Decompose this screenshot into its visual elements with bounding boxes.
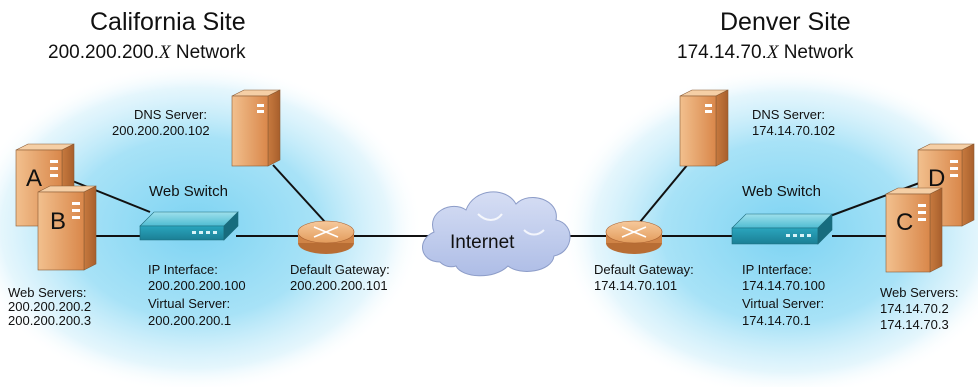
web-server-c-icon [885, 187, 943, 273]
default-gateway-dn-icon [605, 220, 663, 254]
internet-cloud-icon [422, 191, 571, 277]
california-dns-ip: 200.200.200.102 [112, 123, 210, 138]
denver-dns-label: DNS Server: [752, 107, 825, 122]
denver-site-title: Denver Site [720, 8, 851, 36]
california-ip-interface-label: IP Interface: [148, 262, 218, 277]
link-dns-gateway-ca [272, 164, 326, 223]
california-gateway-ip: 200.200.200.101 [290, 278, 388, 293]
california-web-server-ip-2: 200.200.200.3 [8, 313, 92, 328]
denver-gateway-label: Default Gateway: [594, 262, 694, 277]
default-gateway-ca-icon [297, 220, 355, 254]
web-switch-ca-icon [139, 211, 239, 241]
denver-network-label: 174.14.70.X Network [677, 42, 853, 64]
california-site-title: California Site [90, 8, 246, 36]
california-network-label: 200.200.200.X Network [48, 42, 246, 64]
dns-server-dn-icon [679, 89, 729, 167]
california-gateway-label: Default Gateway: [290, 262, 390, 277]
california-network-variable: X [158, 42, 171, 63]
denver-dns-ip: 174.14.70.102 [752, 123, 836, 138]
denver-ip-interface-label: IP Interface: [742, 262, 812, 277]
california-virtual-server-label: Virtual Server: [148, 296, 231, 311]
link-server-a-switch [69, 179, 151, 213]
california-web-servers-label: Web Servers: [8, 285, 87, 300]
web-server-b-icon [37, 185, 97, 271]
denver-web-server-ip-2: 174.14.70.3 [880, 317, 949, 332]
web-switch-dn-icon [731, 213, 833, 245]
denver-virtual-server-label: Virtual Server: [742, 296, 825, 311]
california-ip-interface-ip: 200.200.200.100 [148, 278, 246, 293]
denver-virtual-server-ip: 174.14.70.1 [742, 313, 811, 328]
denver-ip-interface-ip: 174.14.70.100 [742, 278, 826, 293]
denver-network-variable: X [766, 42, 779, 63]
california-network-prefix: 200.200.200. [48, 42, 159, 63]
denver-web-server-ip-1: 174.14.70.2 [880, 301, 949, 316]
server-b-letter: B [50, 208, 66, 235]
california-web-server-ip-1: 200.200.200.2 [8, 299, 92, 314]
server-d-letter: D [928, 165, 945, 192]
california-virtual-server-ip: 200.200.200.1 [148, 313, 232, 328]
link-dns-gateway-dn [639, 157, 694, 223]
network-links [69, 157, 923, 237]
denver-network-suffix: Network [778, 42, 854, 63]
denver-network-prefix: 174.14.70. [677, 42, 767, 63]
california-switch-label: Web Switch [149, 183, 228, 200]
california-dns-label: DNS Server: [134, 107, 207, 122]
internet-label: Internet [450, 232, 515, 253]
california-network-suffix: Network [170, 42, 246, 63]
server-c-letter: C [896, 209, 913, 236]
denver-web-servers-label: Web Servers: [880, 285, 959, 300]
dns-server-ca-icon [231, 89, 281, 167]
server-a-letter: A [26, 165, 42, 192]
link-switch-server-d [829, 181, 923, 217]
denver-switch-label: Web Switch [742, 183, 821, 200]
denver-gateway-ip: 174.14.70.101 [594, 278, 678, 293]
